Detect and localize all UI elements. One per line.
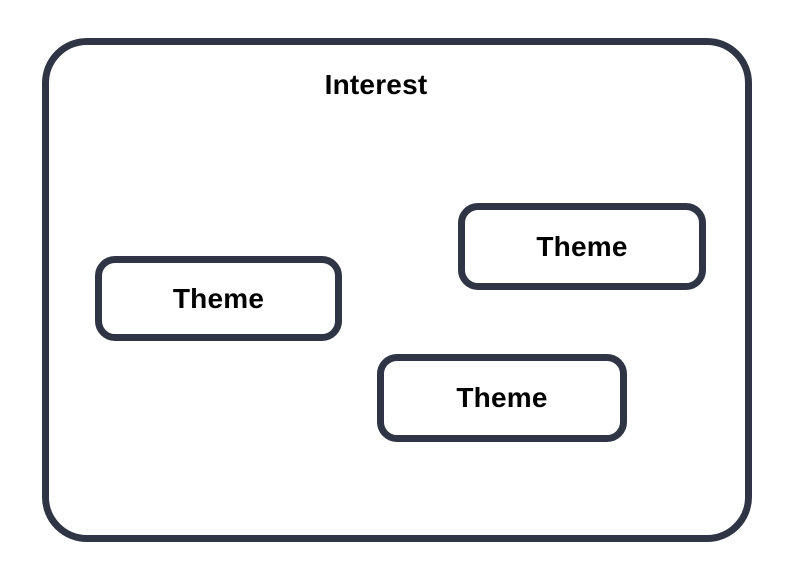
interest-label: Interest: [324, 69, 428, 100]
theme-node-bottom-middle: Theme: [377, 354, 627, 442]
interest-container: Interest Theme Theme Theme: [42, 38, 752, 542]
theme-node-label: Theme: [172, 282, 265, 314]
theme-node-label: Theme: [456, 382, 548, 413]
theme-node-label: Theme: [536, 230, 628, 262]
theme-node-top-right: Theme: [458, 203, 706, 290]
theme-node-left: Theme: [95, 256, 342, 341]
